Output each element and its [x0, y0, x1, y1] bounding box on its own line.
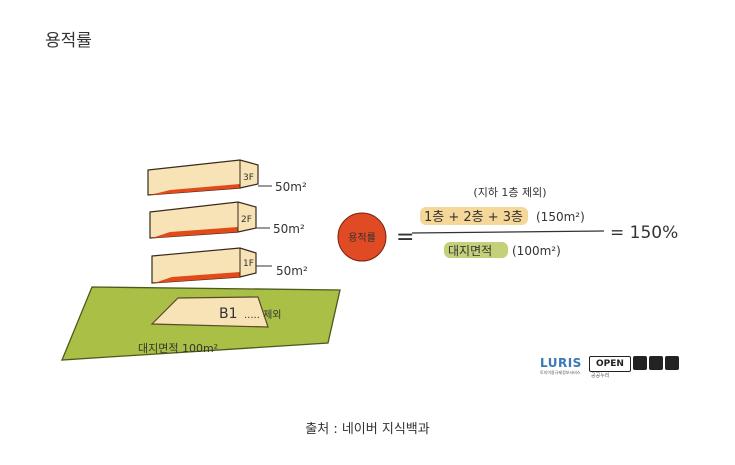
- luris-subtitle: 토지이용규제정보서비스: [540, 370, 581, 375]
- floor-area-2f: 50m²: [273, 222, 305, 236]
- formula-note: (지하 1층 제외): [473, 185, 546, 199]
- far-badge-label: 용적률: [348, 232, 376, 244]
- open-subtitle: 공공누리: [591, 373, 610, 379]
- site-label: 대지면적 100m²: [138, 342, 218, 355]
- open-wordmark: OPEN: [596, 359, 624, 369]
- numerator-highlight: [420, 207, 528, 225]
- floor-area-1f: 50m²: [276, 264, 308, 278]
- license-icon-3: [665, 356, 679, 370]
- formula-numerator: 1층 + 2층 + 3층: [424, 210, 523, 225]
- basement-note: ..... 제외: [244, 309, 281, 321]
- formula-numerator-value: (150m²): [536, 210, 585, 224]
- floor-2f: 2F 50m²: [149, 201, 305, 239]
- formula-result: = 150%: [610, 223, 678, 243]
- floor-label-1f: 1F: [243, 259, 254, 269]
- denominator-highlight: [444, 242, 508, 258]
- diagram-title: 용적률: [45, 31, 92, 51]
- license-icon-1: [633, 356, 647, 370]
- formula-equals: =: [396, 225, 414, 250]
- source-caption: 출처 : 네이버 지식백과: [305, 422, 430, 437]
- floor-label-3f: 3F: [243, 173, 254, 183]
- floor-label-2f: 2F: [241, 215, 252, 225]
- floor-area-3f: 50m²: [275, 180, 307, 194]
- luris-wordmark: LURIS: [540, 356, 582, 370]
- floor-3f: 3F 50m²: [147, 159, 307, 196]
- open-license-logo: OPEN 공공누리: [589, 356, 681, 380]
- formula-denominator: 대지면적: [448, 244, 492, 258]
- formula-denominator-value: (100m²): [512, 244, 561, 258]
- basement-label: B1: [219, 306, 238, 322]
- license-icon-2: [649, 356, 663, 370]
- floor-1f: 1F 50m²: [151, 247, 308, 284]
- far-badge: [337, 212, 387, 262]
- basement-outline: [150, 296, 269, 328]
- fraction-bar: [411, 230, 605, 234]
- luris-logo: LURIS 토지이용규제정보서비스: [540, 356, 586, 376]
